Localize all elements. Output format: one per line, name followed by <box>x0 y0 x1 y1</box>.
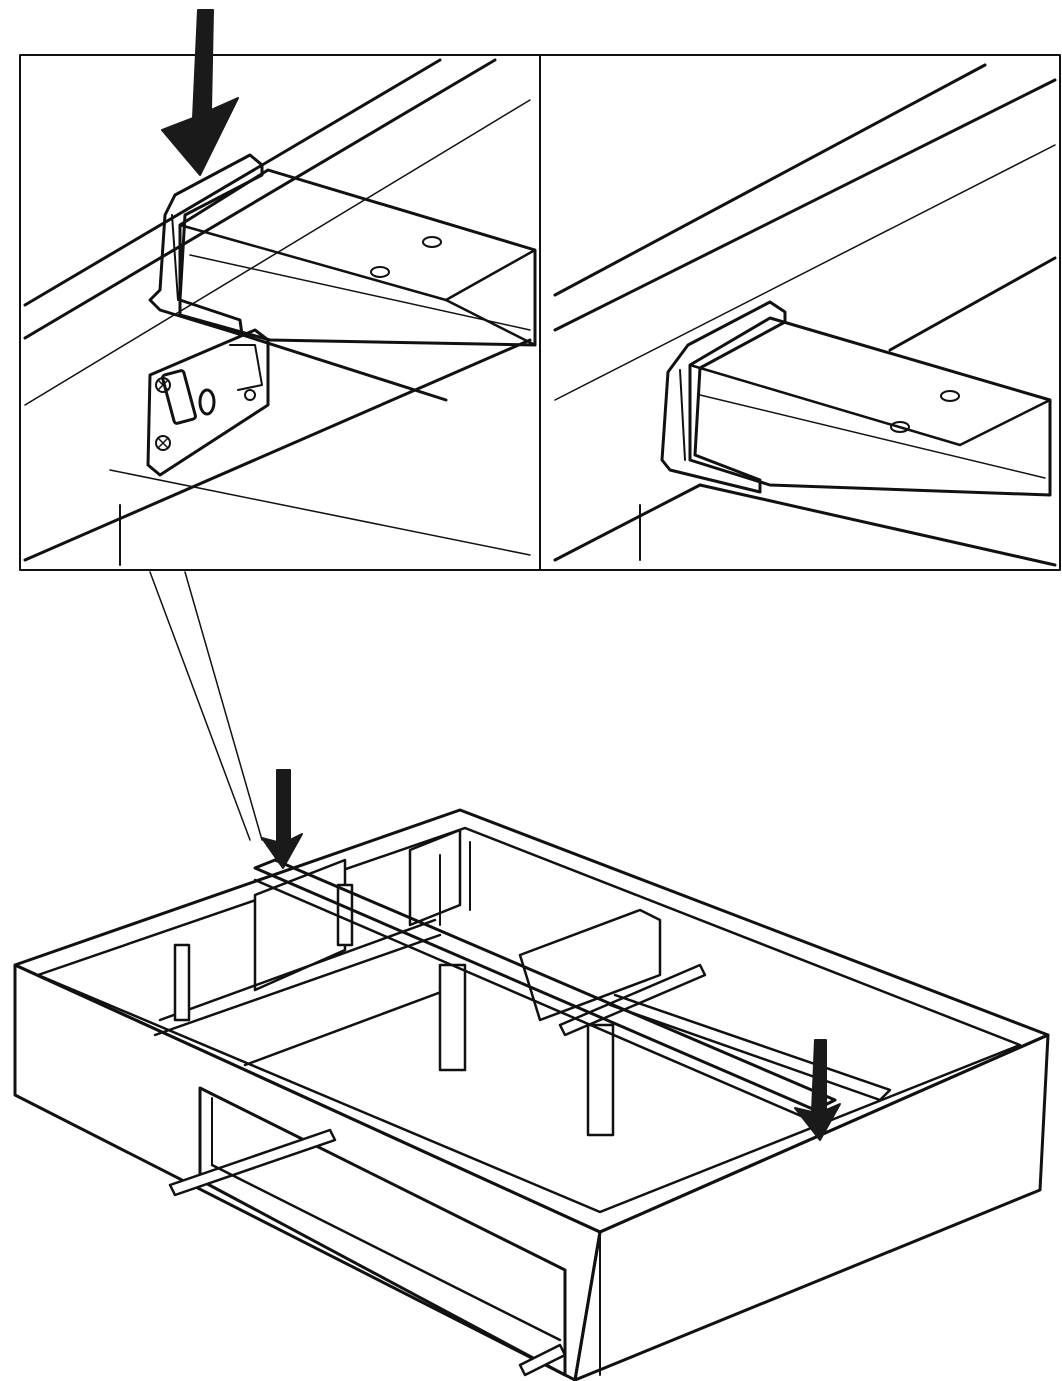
detail-callout-lines <box>149 571 263 841</box>
arrow-down-icon <box>261 769 303 869</box>
crossbar-beam-main <box>253 858 837 1124</box>
beam-hole <box>422 236 442 248</box>
plate-hole <box>198 388 216 416</box>
bed-frame-rail-lines <box>553 63 1057 567</box>
arrow-down-icon <box>161 9 239 176</box>
beam-hole <box>370 266 390 278</box>
drawer-runner <box>168 1128 567 1377</box>
bed-frame-rail-lines <box>23 58 532 566</box>
arrow-down-icon <box>794 1039 841 1141</box>
metal-bracket-icon <box>148 153 264 337</box>
side-rail <box>558 963 892 1102</box>
beam-hole <box>890 421 910 433</box>
inner-divider-panels <box>153 828 662 1067</box>
mounting-plate <box>146 328 270 477</box>
metal-bracket-icon <box>660 300 787 494</box>
bed-frame <box>13 769 1050 1381</box>
detail-panel-after <box>539 54 1061 571</box>
detail-panel-before <box>19 9 541 571</box>
screw-icon <box>155 377 171 393</box>
crossbar-beam <box>688 316 1052 497</box>
beam-hole <box>940 390 960 402</box>
screw-icon <box>155 435 171 451</box>
